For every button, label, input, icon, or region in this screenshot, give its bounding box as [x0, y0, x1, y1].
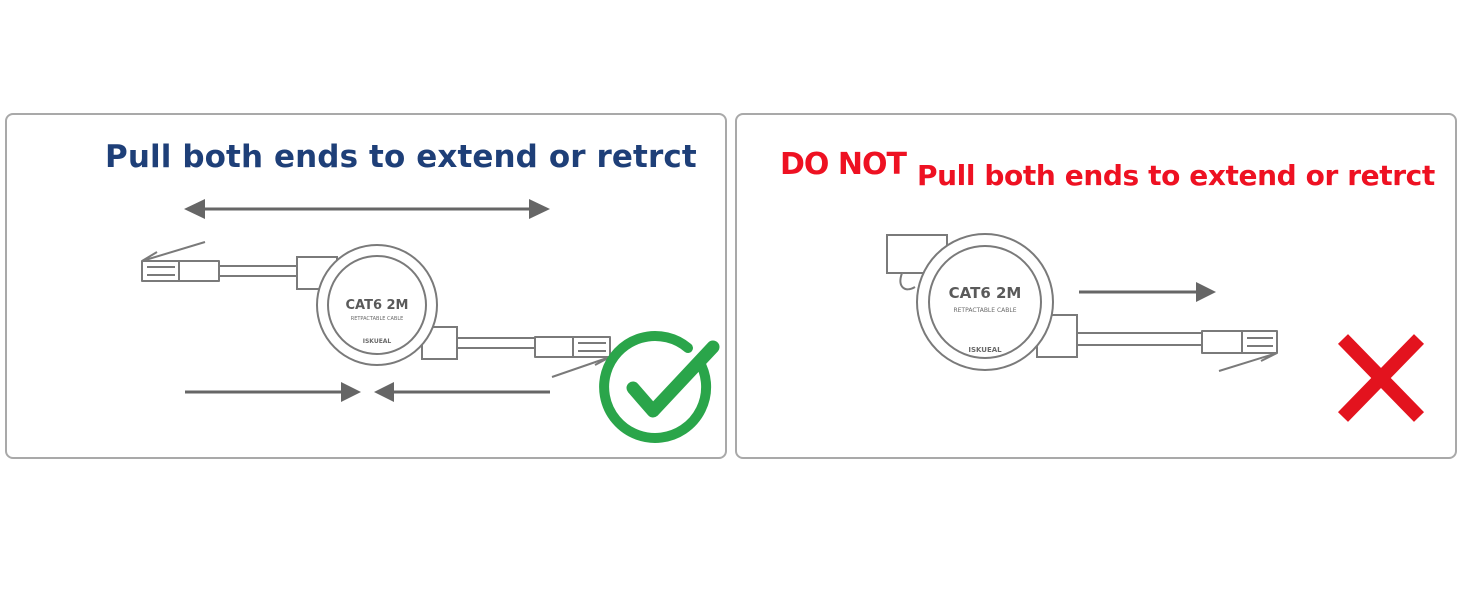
reel-brand-label: ISKUEAL — [363, 338, 392, 345]
correct-usage-heading: Pull both ends to extend or retrct — [105, 139, 697, 175]
cable-right-icon — [1077, 332, 1202, 346]
reel-subtitle-label: RETPACTABLE CABLE — [351, 316, 404, 322]
cable-right-icon — [457, 337, 535, 349]
correct-usage-panel: Pull both ends to extend or retrct — [5, 113, 727, 459]
cable-reel-icon — [296, 244, 458, 366]
red-x-icon — [1337, 334, 1425, 422]
reel-brand-label: ISKUEAL — [968, 346, 1002, 354]
extend-double-arrow-icon — [184, 199, 550, 219]
cable-reel-icon — [886, 233, 1078, 371]
pull-one-end-arrow-icon — [1079, 282, 1216, 302]
rj45-plug-right-icon — [1201, 330, 1278, 372]
rj45-plug-left-icon — [141, 241, 220, 282]
retract-converging-arrows-icon — [185, 382, 550, 402]
correct-usage-illustration: CAT6 2M RETPACTABLE CABLE ISKUEAL — [141, 199, 720, 443]
incorrect-usage-heading: Pull both ends to extend or retrct — [917, 159, 1435, 192]
cable-left-icon — [219, 265, 297, 277]
incorrect-usage-illustration: CAT6 2M RETPACTABLE CABLE ISKUEAL — [886, 233, 1425, 422]
reel-model-label: CAT6 2M — [949, 284, 1022, 302]
incorrect-usage-panel: DO NOT Pull both ends to extend or retrc… — [735, 113, 1457, 459]
reel-model-label: CAT6 2M — [345, 298, 408, 313]
do-not-warning: DO NOT — [780, 147, 907, 182]
green-check-icon — [599, 330, 720, 443]
rj45-plug-right-icon — [534, 336, 611, 378]
reel-subtitle-label: RETPACTABLE CABLE — [953, 307, 1016, 314]
